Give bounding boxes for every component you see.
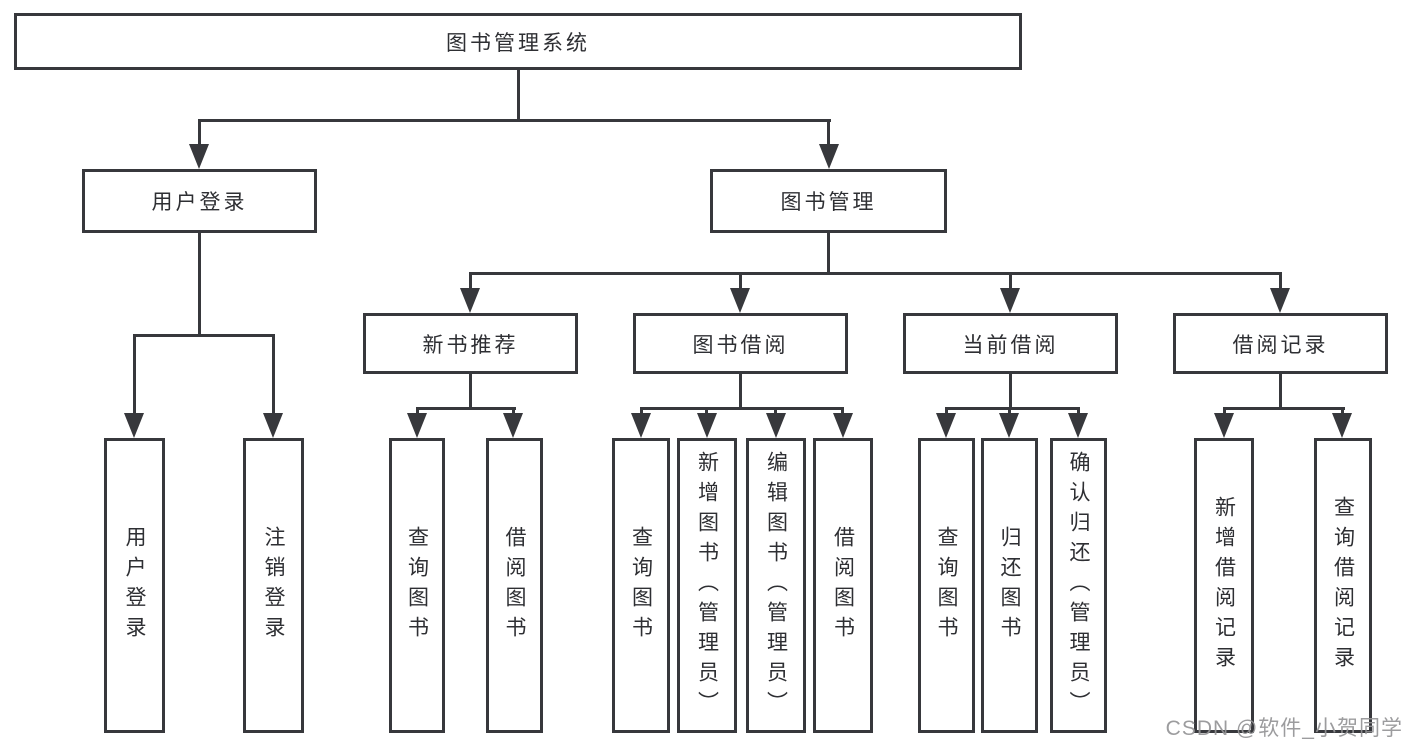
node-book-borrow: 图书借阅: [633, 313, 848, 374]
node-book-management: 图书管理: [710, 169, 947, 233]
arrowhead-ul-logout-icon: [263, 413, 283, 438]
leaf-br-add-record: 新增借阅记录: [1194, 438, 1254, 733]
arrowhead-current-borrow-icon: [1000, 288, 1020, 313]
leaf-cb-query-books: 查询图书: [918, 438, 975, 733]
connector-bb-bus: [640, 407, 844, 410]
connector-bm-stem: [827, 233, 830, 274]
arrowhead-nb-borrow-icon: [503, 413, 523, 438]
connector-drop-nb-query: [416, 407, 419, 415]
connector-drop-current-borrow: [1009, 272, 1012, 290]
connector-drop-cb-return: [1008, 407, 1011, 415]
node-current-borrow: 当前借阅: [903, 313, 1118, 374]
connector-cb-bus: [945, 407, 1080, 410]
node-borrow-records: 借阅记录: [1173, 313, 1388, 374]
leaf-cb-return-books: 归还图书: [981, 438, 1038, 733]
connector-nb-stem: [469, 374, 472, 409]
connector-drop-br-add: [1223, 407, 1226, 415]
arrowhead-ul-login-icon: [124, 413, 144, 438]
arrowhead-cb-query-icon: [936, 413, 956, 438]
arrowhead-book-borrow-icon: [730, 288, 750, 313]
connector-cb-stem: [1009, 374, 1012, 409]
connector-drop-bb-edit: [774, 407, 777, 415]
connector-drop-cb-query: [945, 407, 948, 415]
connector-bm-bus: [469, 272, 1282, 275]
arrowhead-bb-add-icon: [697, 413, 717, 438]
node-user-login: 用户登录: [82, 169, 317, 233]
connector-drop-book-borrow: [739, 272, 742, 290]
arrowhead-bb-edit-icon: [766, 413, 786, 438]
arrowhead-user-login-icon: [189, 144, 209, 169]
connector-root-stem: [517, 70, 520, 120]
connector-drop-user-login: [198, 119, 201, 147]
leaf-bb-query-books: 查询图书: [612, 438, 670, 733]
arrowhead-cb-confirm-icon: [1068, 413, 1088, 438]
leaf-nb-borrow-books: 借阅图书: [486, 438, 543, 733]
arrowhead-bb-query-icon: [631, 413, 651, 438]
leaf-bb-add-books-admin: 新增图书（管理员）: [677, 438, 737, 733]
connector-drop-cb-confirm: [1077, 407, 1080, 415]
connector-drop-bb-query: [640, 407, 643, 415]
connector-nb-bus: [416, 407, 516, 410]
connector-drop-bb-borrow: [841, 407, 844, 415]
csdn-watermark: CSDN @软件_小贺同学: [1165, 717, 1403, 740]
connector-drop-nb-borrow: [512, 407, 515, 415]
leaf-user-login: 用户登录: [104, 438, 165, 733]
connector-ul-bus: [133, 334, 275, 337]
arrowhead-new-book-icon: [460, 288, 480, 313]
arrowhead-cb-return-icon: [999, 413, 1019, 438]
leaf-cb-confirm-return-admin: 确认归还（管理员）: [1050, 438, 1107, 733]
connector-root-bus: [198, 119, 831, 122]
connector-br-stem: [1279, 374, 1282, 409]
arrowhead-bb-borrow-icon: [833, 413, 853, 438]
arrowhead-borrow-records-icon: [1270, 288, 1290, 313]
leaf-bb-borrow-books: 借阅图书: [813, 438, 873, 733]
connector-drop-bb-add: [705, 407, 708, 415]
leaf-bb-edit-books-admin: 编辑图书（管理员）: [746, 438, 806, 733]
arrowhead-nb-query-icon: [407, 413, 427, 438]
connector-drop-borrow-records: [1279, 272, 1282, 290]
connector-drop-new-book: [469, 272, 472, 290]
connector-br-bus: [1223, 407, 1345, 410]
connector-drop-br-query: [1341, 407, 1344, 415]
arrowhead-br-add-icon: [1214, 413, 1234, 438]
leaf-nb-query-books: 查询图书: [389, 438, 445, 733]
node-root: 图书管理系统: [14, 13, 1022, 70]
connector-drop-ul-login: [133, 334, 136, 415]
connector-ul-stem: [198, 233, 201, 336]
leaf-br-query-record: 查询借阅记录: [1314, 438, 1372, 733]
node-new-book-recommend: 新书推荐: [363, 313, 578, 374]
arrowhead-br-query-icon: [1332, 413, 1352, 438]
arrowhead-book-management-icon: [819, 144, 839, 169]
leaf-logout-login: 注销登录: [243, 438, 304, 733]
connector-drop-ul-logout: [272, 334, 275, 415]
connector-bb-stem: [739, 374, 742, 409]
connector-drop-book-management: [827, 119, 830, 147]
